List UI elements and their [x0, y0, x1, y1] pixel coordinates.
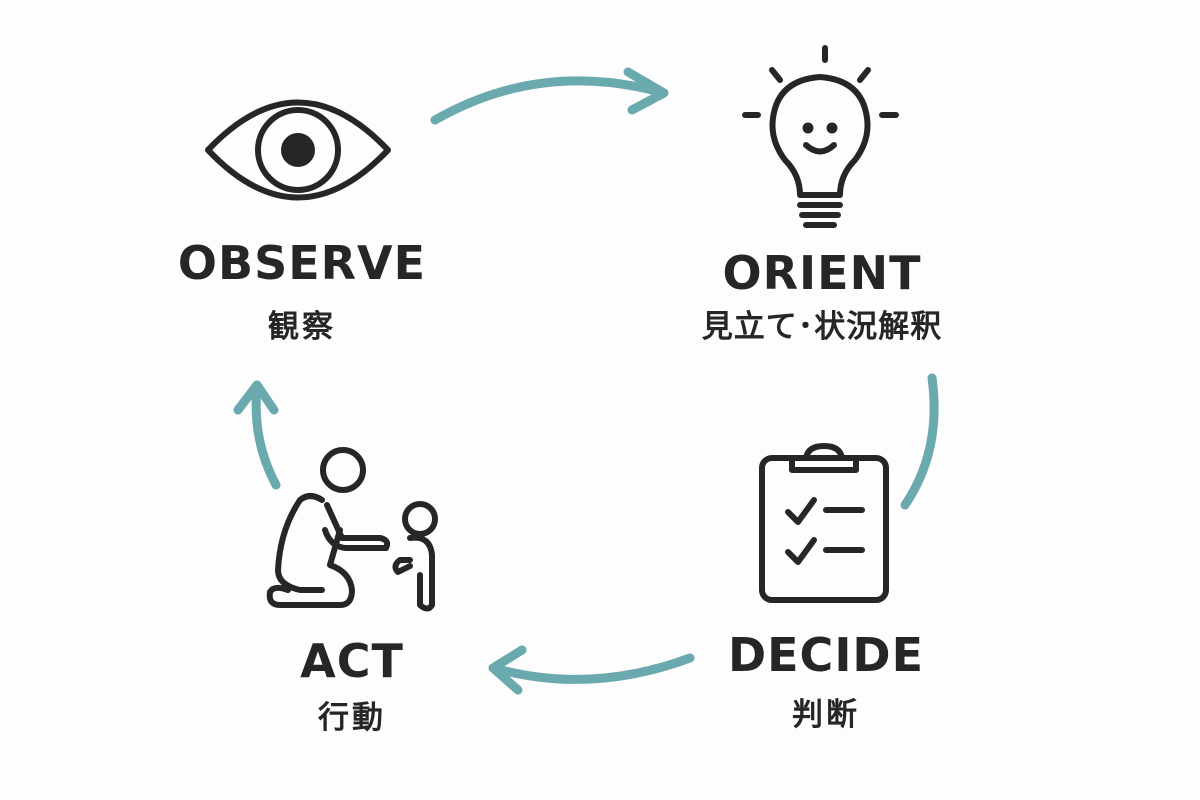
arrow-observe-to-orient — [430, 67, 669, 125]
arrow-decide-to-act — [488, 645, 695, 695]
observe-jp-label: 観察 — [268, 309, 336, 345]
adult-child-icon — [266, 447, 438, 612]
decide-jp-label: 判断 — [792, 697, 860, 733]
clipboard-checklist-icon — [759, 443, 889, 603]
orient-label: ORIENT — [722, 246, 922, 300]
act-label: ACT — [300, 634, 404, 688]
lightbulb-icon — [742, 45, 899, 228]
eye-icon — [205, 99, 391, 201]
arrow-orient-to-decide — [900, 373, 939, 510]
arrow-act-to-observe — [233, 380, 281, 490]
decide-label: DECIDE — [727, 628, 925, 682]
act-jp-label: 行動 — [318, 700, 386, 736]
orient-jp-label: 見立て･状況解釈 — [701, 309, 943, 345]
observe-label: OBSERVE — [177, 236, 427, 290]
